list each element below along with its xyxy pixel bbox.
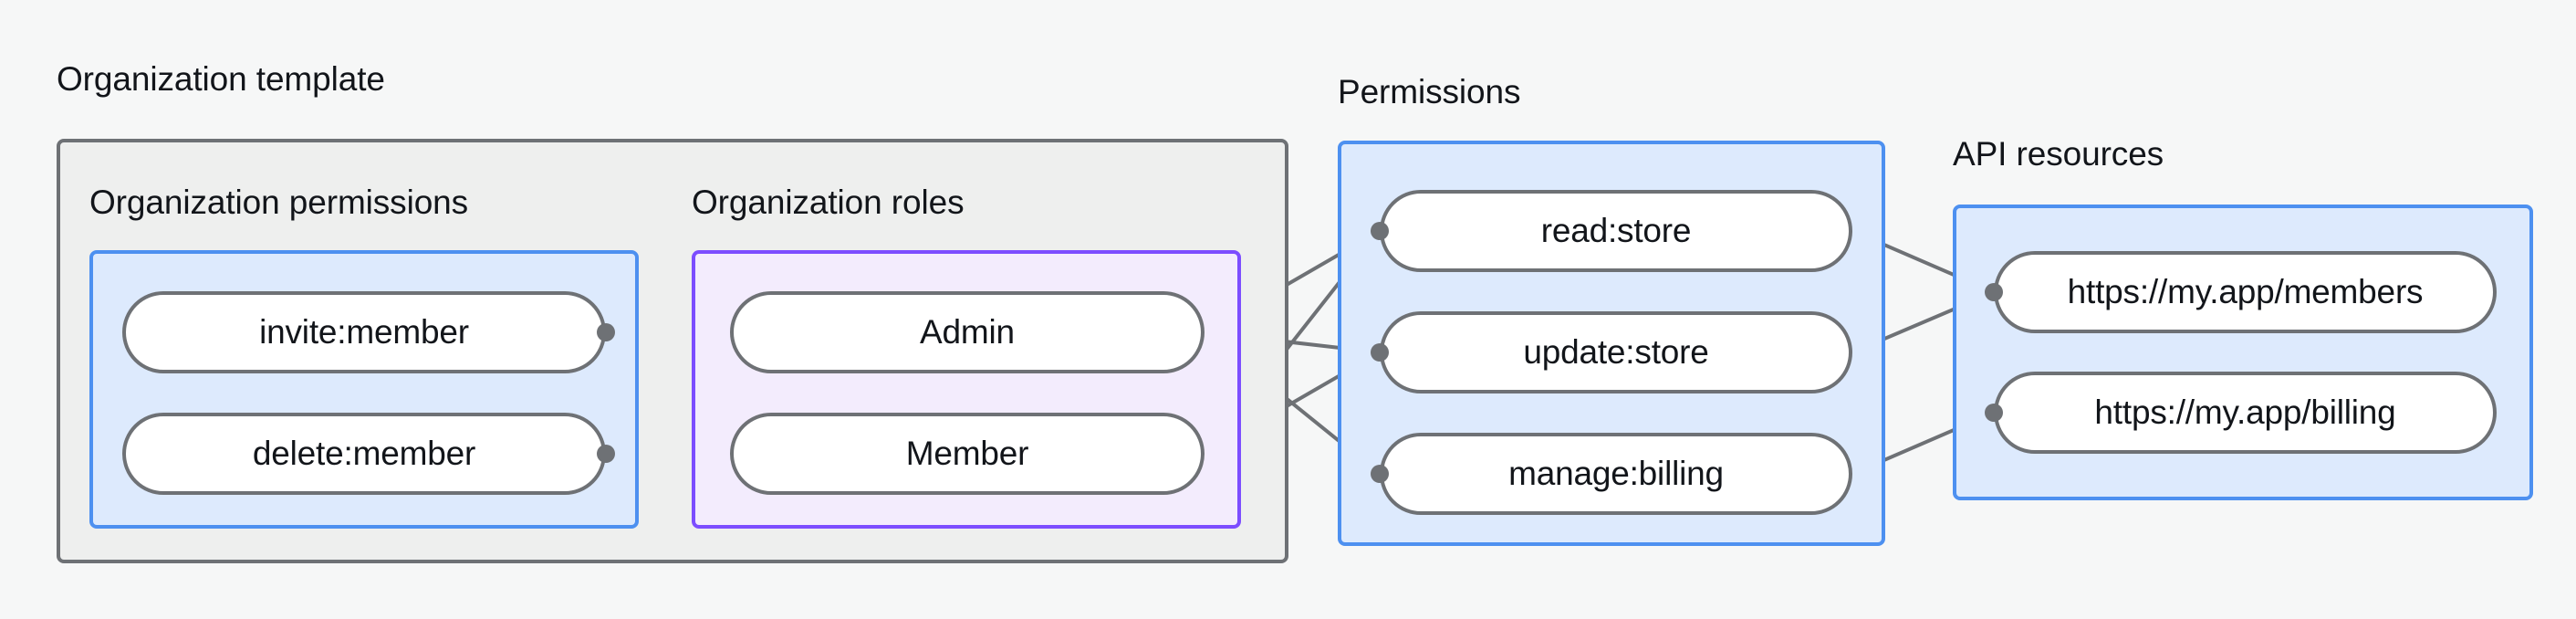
connector-dot-read-store	[1371, 222, 1389, 240]
group-label-organization-template: Organization template	[57, 60, 385, 98]
node-role-admin[interactable]: Admin	[730, 291, 1205, 373]
node-permission-read-store-label: read:store	[1540, 212, 1692, 249]
node-api-resource-billing[interactable]: https://my.app/billing	[1994, 372, 2497, 454]
connector-dot-update-store	[1371, 343, 1389, 362]
node-role-admin-label: Admin	[920, 313, 1015, 351]
node-delete-member-label: delete:member	[252, 435, 476, 472]
connector-dot-manage-billing	[1371, 465, 1389, 483]
connector-dot-api-resource-billing	[1985, 404, 2003, 422]
connector-dot-invite-member	[597, 323, 615, 341]
node-api-resource-members-label: https://my.app/members	[2067, 273, 2424, 310]
subgroup-label-organization-permissions: Organization permissions	[89, 184, 469, 221]
node-api-resource-billing-label: https://my.app/billing	[2094, 393, 2396, 431]
group-label-permissions: Permissions	[1338, 73, 1521, 110]
node-permission-update-store-label: update:store	[1523, 333, 1709, 371]
node-role-member-label: Member	[905, 435, 1029, 472]
node-permission-update-store[interactable]: update:store	[1380, 311, 1852, 393]
node-role-member[interactable]: Member	[730, 413, 1205, 495]
node-permission-manage-billing[interactable]: manage:billing	[1380, 433, 1852, 515]
node-permission-manage-billing-label: manage:billing	[1508, 455, 1724, 492]
subgroup-label-organization-roles: Organization roles	[692, 184, 965, 221]
group-label-api-resources: API resources	[1953, 135, 2164, 173]
node-delete-member[interactable]: delete:member	[122, 413, 606, 495]
container-api-resources	[1953, 205, 2533, 500]
node-api-resource-members[interactable]: https://my.app/members	[1994, 251, 2497, 333]
node-invite-member-label: invite:member	[259, 313, 469, 351]
connector-dot-api-resource-members	[1985, 283, 2003, 301]
node-permission-read-store[interactable]: read:store	[1380, 190, 1852, 272]
connector-dot-delete-member	[597, 445, 615, 463]
node-invite-member[interactable]: invite:member	[122, 291, 606, 373]
